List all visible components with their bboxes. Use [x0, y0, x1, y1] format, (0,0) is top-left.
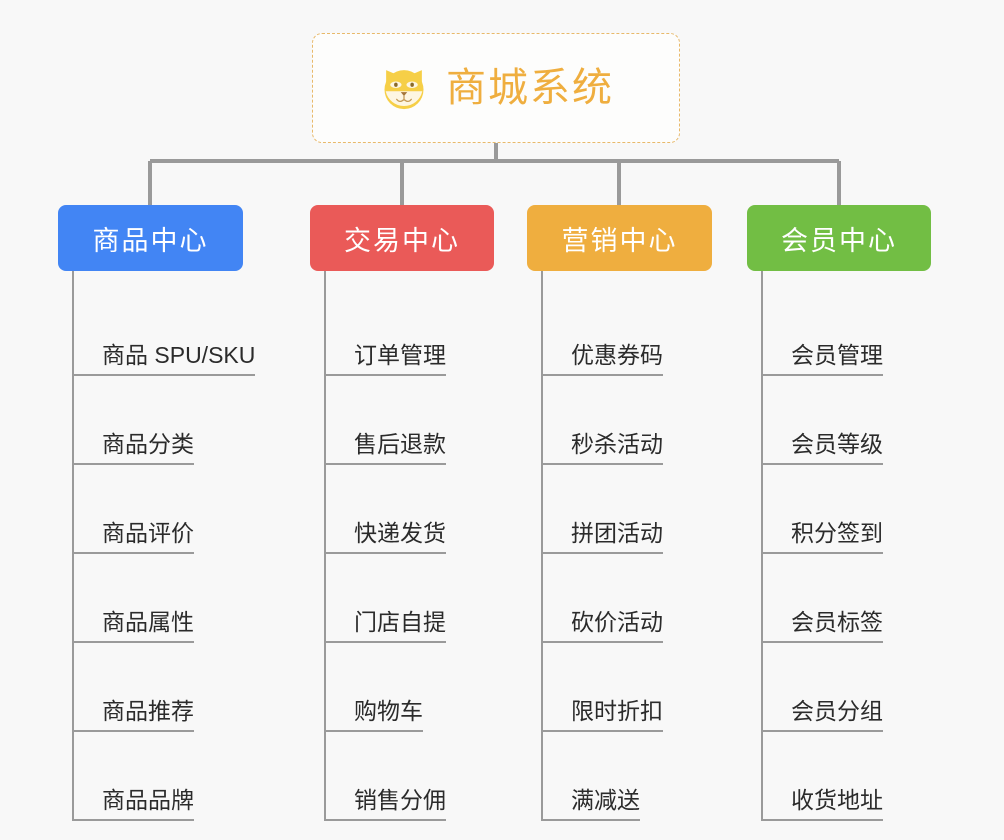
list-item[interactable]: 购物车	[326, 643, 446, 732]
leaf-label: 商品分类	[74, 431, 194, 465]
leaf-label: 商品 SPU/SKU	[74, 342, 256, 376]
leaf-label: 商品推荐	[74, 698, 194, 732]
list-item[interactable]: 积分签到	[763, 465, 883, 554]
branch-header-marketing-center[interactable]: 营销中心	[527, 205, 712, 271]
leaf-label: 收货地址	[763, 787, 883, 821]
branch-header-member-center[interactable]: 会员中心	[747, 205, 931, 271]
branch-header-trade-center[interactable]: 交易中心	[310, 205, 494, 271]
list-item[interactable]: 秒杀活动	[543, 376, 663, 465]
leaf-label: 商品品牌	[74, 787, 194, 821]
list-item[interactable]: 商品 SPU/SKU	[74, 287, 256, 376]
branch-marketing-center: 营销中心 优惠券码 秒杀活动 拼团活动 砍价活动 限时折扣 满减送	[527, 205, 712, 821]
list-item[interactable]: 快递发货	[326, 465, 446, 554]
leaf-label: 会员等级	[763, 431, 883, 465]
list-item[interactable]: 门店自提	[326, 554, 446, 643]
leaf-label: 销售分佣	[326, 787, 446, 821]
root-title: 商城系统	[446, 66, 614, 110]
list-item[interactable]: 优惠券码	[543, 287, 663, 376]
list-item[interactable]: 砍价活动	[543, 554, 663, 643]
leaf-label: 会员管理	[763, 342, 883, 376]
leaf-label: 拼团活动	[543, 520, 663, 554]
list-item[interactable]: 会员等级	[763, 376, 883, 465]
branch-product-center: 商品中心 商品 SPU/SKU 商品分类 商品评价 商品属性 商品推荐 商品品牌	[58, 205, 256, 821]
leaf-label: 砍价活动	[543, 609, 663, 643]
branch-label: 交易中心	[344, 225, 460, 256]
list-item[interactable]: 商品分类	[74, 376, 255, 465]
leaf-list-marketing-center: 优惠券码 秒杀活动 拼团活动 砍价活动 限时折扣 满减送	[541, 271, 663, 821]
leaf-label: 优惠券码	[543, 342, 663, 376]
leaf-list-product-center: 商品 SPU/SKU 商品分类 商品评价 商品属性 商品推荐 商品品牌	[72, 271, 256, 821]
root-node[interactable]: 商城系统	[312, 33, 680, 143]
branch-label: 营销中心	[561, 225, 678, 256]
dog-face-icon	[384, 70, 424, 111]
branch-label: 会员中心	[781, 225, 897, 256]
leaf-label: 积分签到	[763, 520, 883, 554]
leaf-list-member-center: 会员管理 会员等级 积分签到 会员标签 会员分组 收货地址	[761, 271, 883, 821]
leaf-label: 订单管理	[326, 342, 446, 376]
list-item[interactable]: 会员标签	[763, 554, 883, 643]
leaf-label: 门店自提	[326, 609, 446, 643]
list-item[interactable]: 商品评价	[74, 465, 255, 554]
list-item[interactable]: 满减送	[543, 732, 663, 821]
list-item[interactable]: 拼团活动	[543, 465, 663, 554]
branch-trade-center: 交易中心 订单管理 售后退款 快递发货 门店自提 购物车 销售分佣	[310, 205, 494, 821]
leaf-label: 限时折扣	[543, 698, 663, 732]
list-item[interactable]: 商品推荐	[74, 643, 255, 732]
list-item[interactable]: 会员管理	[763, 287, 883, 376]
leaf-label: 秒杀活动	[543, 431, 663, 465]
leaf-label: 购物车	[326, 698, 423, 732]
list-item[interactable]: 商品品牌	[74, 732, 255, 821]
branch-member-center: 会员中心 会员管理 会员等级 积分签到 会员标签 会员分组 收货地址	[747, 205, 931, 821]
branch-header-product-center[interactable]: 商品中心	[58, 205, 243, 271]
list-item[interactable]: 售后退款	[326, 376, 446, 465]
list-item[interactable]: 订单管理	[326, 287, 446, 376]
list-item[interactable]: 销售分佣	[326, 732, 446, 821]
leaf-label: 快递发货	[326, 520, 446, 554]
leaf-label: 商品评价	[74, 520, 194, 554]
leaf-label: 会员分组	[763, 698, 883, 732]
list-item[interactable]: 收货地址	[763, 732, 883, 821]
list-item[interactable]: 限时折扣	[543, 643, 663, 732]
branch-label: 商品中心	[92, 225, 209, 256]
leaf-list-trade-center: 订单管理 售后退款 快递发货 门店自提 购物车 销售分佣	[324, 271, 446, 821]
list-item[interactable]: 会员分组	[763, 643, 883, 732]
leaf-label: 会员标签	[763, 609, 883, 643]
leaf-label: 商品属性	[74, 609, 194, 643]
list-item[interactable]: 商品属性	[74, 554, 255, 643]
leaf-label: 满减送	[543, 787, 640, 821]
leaf-label: 售后退款	[326, 431, 446, 465]
